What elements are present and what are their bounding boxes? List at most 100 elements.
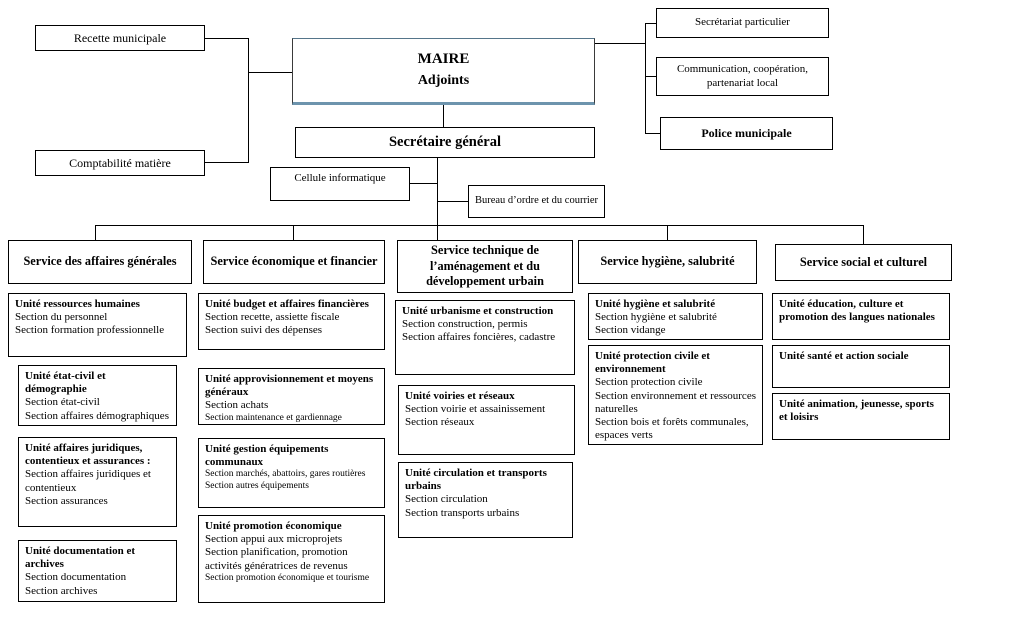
- connector-line: [410, 183, 437, 184]
- box-police-municipale: Police municipale: [660, 117, 833, 150]
- service-header-social-culturel: Service social et culturel: [775, 244, 952, 281]
- unit-title: Unité santé et action sociale: [779, 350, 909, 362]
- unit-title: Unité ressources humaines: [15, 298, 140, 310]
- connector-line: [645, 23, 656, 24]
- service-header-affaires-generales: Service des affaires générales: [8, 240, 192, 284]
- connector-line: [95, 225, 96, 240]
- unit-title: Unité voiries et réseaux: [405, 390, 515, 402]
- connector-line: [645, 76, 656, 77]
- unit-section: Section autres équipements: [205, 480, 309, 491]
- connector-line: [595, 43, 645, 44]
- box-label: Secrétariat particulier: [695, 16, 790, 29]
- connector-line: [205, 38, 248, 39]
- connector-line: [95, 225, 864, 226]
- unit-section: Section réseaux: [405, 416, 475, 429]
- box-cellule-informatique: Cellule informatique: [270, 167, 410, 201]
- service-header-economique-financier: Service économique et financier: [203, 240, 385, 284]
- unit-section: Section maintenance et gardiennage: [205, 412, 342, 423]
- box-label: Comptabilité matière: [69, 155, 171, 170]
- unit-title: Unité gestion équipements communaux: [205, 443, 329, 469]
- unit-section: Section environnement et ressources natu…: [595, 389, 756, 415]
- unit-affaires-juridiques: Unité affaires juridiques, contentieux e…: [18, 437, 177, 527]
- unit-title: Unité animation, jeunesse, sports et loi…: [779, 398, 934, 424]
- unit-title: Unité circulation et transports urbains: [405, 467, 547, 493]
- unit-section: Section voirie et assainissement: [405, 403, 546, 416]
- unit-section: Section formation professionnelle: [15, 324, 165, 337]
- connector-line: [863, 225, 864, 244]
- unit-section: Section construction, permis: [402, 318, 528, 331]
- connector-line: [248, 72, 292, 73]
- unit-section: Section assurances: [25, 494, 108, 507]
- box-comptabilite-matiere: Comptabilité matière: [35, 150, 205, 176]
- box-recette-municipale: Recette municipale: [35, 25, 205, 51]
- unit-section: Section du personnel: [15, 311, 108, 324]
- unit-voiries-reseaux: Unité voiries et réseaux Section voirie …: [398, 385, 575, 455]
- service-title: Service hygiène, salubrité: [600, 254, 735, 269]
- unit-title: Unité documentation et archives: [25, 545, 135, 571]
- unit-section: Section suivi des dépenses: [205, 324, 323, 337]
- unit-section: Section achats: [205, 399, 269, 412]
- unit-title: Unité protection civile et environnement: [595, 350, 710, 376]
- box-label: Police municipale: [701, 126, 792, 141]
- unit-section: Section transports urbains: [405, 506, 520, 519]
- unit-animation-jeunesse-sports: Unité animation, jeunesse, sports et loi…: [772, 393, 950, 440]
- unit-ressources-humaines: Unité ressources humaines Section du per…: [8, 293, 187, 357]
- box-label: Cellule informatique: [294, 172, 386, 184]
- service-title: Service technique de l’aménagement et du…: [426, 243, 544, 289]
- box-secretariat-particulier: Secrétariat particulier: [656, 8, 829, 38]
- unit-title: Unité promotion économique: [205, 520, 342, 532]
- unit-section: Section bois et forêts communales, espac…: [595, 415, 749, 442]
- unit-section: Section archives: [25, 584, 98, 597]
- unit-hygiene-salubrite: Unité hygiène et salubrité Section hygiè…: [588, 293, 763, 340]
- service-header-technique: Service technique de l’aménagement et du…: [397, 240, 573, 293]
- unit-section: Section affaires foncières, cadastre: [402, 331, 556, 344]
- connector-line: [645, 23, 646, 133]
- box-label: Secrétaire général: [388, 134, 502, 150]
- unit-education-culture-langues: Unité éducation, culture et promotion de…: [772, 293, 950, 340]
- unit-title: Unité hygiène et salubrité: [595, 298, 716, 310]
- unit-etat-civil-demographie: Unité état-civil et démographie Section …: [18, 365, 177, 426]
- unit-section: Section marchés, abattoirs, gares routiè…: [205, 469, 366, 480]
- unit-section: Section recette, assiette fiscale: [205, 311, 340, 324]
- unit-section: Section protection civile: [595, 376, 703, 389]
- maire-title: MAIRE: [417, 51, 470, 68]
- unit-section: Section circulation: [405, 493, 488, 506]
- connector-line: [645, 133, 660, 134]
- service-title: Service économique et financier: [210, 254, 378, 269]
- unit-promotion-economique: Unité promotion économique Section appui…: [198, 515, 385, 603]
- unit-budget-affaires-financieres: Unité budget et affaires financières Sec…: [198, 293, 385, 350]
- unit-section: Section affaires démographiques: [25, 409, 169, 422]
- box-bureau-ordre-courrier: Bureau d’ordre et du courrier: [468, 185, 605, 218]
- unit-section: Section promotion économique et tourisme: [205, 572, 370, 583]
- connector-line: [248, 38, 249, 163]
- unit-sante-action-sociale: Unité santé et action sociale: [772, 345, 950, 388]
- unit-gestion-equipements-communaux: Unité gestion équipements communaux Sect…: [198, 438, 385, 508]
- connector-line: [667, 225, 668, 240]
- connector-line: [443, 105, 444, 127]
- service-title: Service des affaires générales: [23, 254, 177, 269]
- unit-title: Unité état-civil et démographie: [25, 370, 106, 396]
- unit-section: Section hygiène et salubrité: [595, 311, 717, 324]
- connector-line: [437, 158, 438, 240]
- connector-line: [293, 225, 294, 240]
- unit-section: Section planification, promotion activit…: [205, 546, 348, 572]
- unit-protection-civile-environnement: Unité protection civile et environnement…: [588, 345, 763, 445]
- box-secretaire-general: Secrétaire général: [295, 127, 595, 158]
- box-maire: MAIRE Adjoints: [292, 38, 595, 105]
- box-label: Communication, coopération, partenariat …: [676, 63, 809, 89]
- connector-line: [437, 201, 468, 202]
- unit-title: Unité urbanisme et construction: [402, 305, 554, 317]
- connector-line: [205, 162, 248, 163]
- service-title: Service social et culturel: [799, 254, 928, 269]
- unit-section: Section état-civil: [25, 396, 100, 409]
- unit-title: Unité approvisionnement et moyens généra…: [205, 373, 374, 399]
- unit-section: Section affaires juridiques et contentie…: [25, 468, 151, 494]
- unit-documentation-archives: Unité documentation et archives Section …: [18, 540, 177, 602]
- box-label: Bureau d’ordre et du courrier: [474, 195, 599, 207]
- unit-section: Section documentation: [25, 571, 127, 584]
- unit-section: Section vidange: [595, 324, 666, 337]
- unit-circulation-transports: Unité circulation et transports urbains …: [398, 462, 573, 538]
- unit-approvisionnement-moyens-generaux: Unité approvisionnement et moyens généra…: [198, 368, 385, 425]
- unit-title: Unité budget et affaires financières: [205, 298, 369, 310]
